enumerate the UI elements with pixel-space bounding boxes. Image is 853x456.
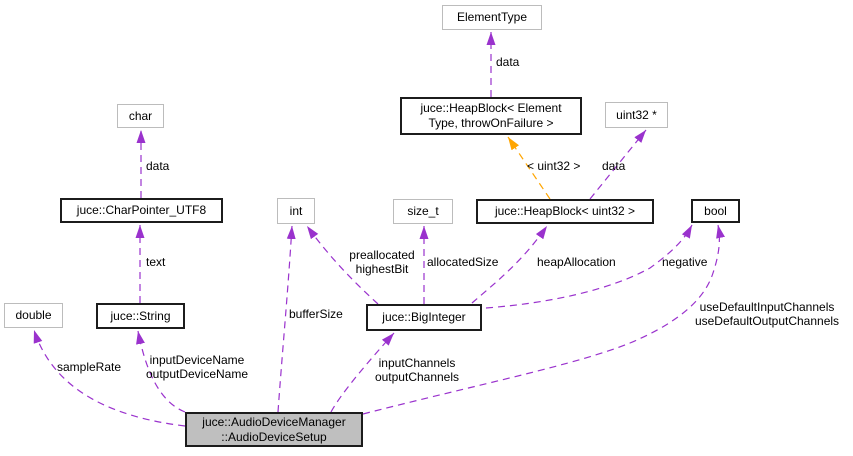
node-double: double [4, 303, 63, 328]
edge-inputdevicename [136, 330, 186, 413]
node-size-t: size_t [393, 199, 453, 224]
edge-label-text: text [146, 255, 166, 269]
edge-label-inputdevicename: inputDeviceName outputDeviceName [145, 353, 249, 381]
edge-samplerate [33, 329, 186, 427]
node-bool: bool [691, 199, 740, 223]
node-int: int [277, 198, 315, 224]
node-uint32-ptr: uint32 * [605, 102, 668, 128]
node-audio-device-setup: juce::AudioDeviceManager ::AudioDeviceSe… [185, 412, 363, 447]
edge-label-template-uint32: < uint32 > [527, 159, 581, 173]
edge-data-uint32ptr [589, 129, 647, 200]
edge-label-heapallocation: heapAllocation [537, 255, 616, 269]
node-charpointer-utf8[interactable]: juce::CharPointer_UTF8 [60, 198, 223, 223]
edge-label-usedefault: useDefaultInputChannels useDefaultOutput… [694, 300, 840, 328]
node-heapblock-uint32[interactable]: juce::HeapBlock< uint32 > [476, 199, 654, 224]
edge-label-inputchannels: inputChannels outputChannels [374, 356, 460, 384]
edge-label-data-elementtype: data [496, 55, 520, 69]
edge-label-negative: negative [662, 255, 708, 269]
node-char: char [117, 104, 164, 128]
node-elementtype: ElementType [442, 5, 542, 30]
edge-inputchannels [330, 332, 395, 413]
edge-heapallocation [471, 225, 548, 304]
edge-template-uint32 [507, 136, 551, 200]
node-heapblock-element[interactable]: juce::HeapBlock< Element Type, throwOnFa… [400, 97, 582, 135]
node-biginteger[interactable]: juce::BigInteger [366, 304, 482, 331]
edge-buffersize [277, 225, 296, 413]
edge-label-allocatedsize: allocatedSize [427, 255, 499, 269]
edge-label-data-char: data [146, 159, 170, 173]
edge-label-buffersize: bufferSize [289, 307, 343, 321]
node-string[interactable]: juce::String [96, 303, 185, 329]
edge-negative [485, 224, 693, 309]
edge-label-preallocated: preallocated highestBit [349, 248, 415, 276]
edge-usedefault [362, 224, 725, 415]
edge-label-data-uint32ptr: data [602, 159, 626, 173]
edge-label-samplerate: sampleRate [57, 360, 122, 374]
edge-preallocated [306, 225, 379, 305]
